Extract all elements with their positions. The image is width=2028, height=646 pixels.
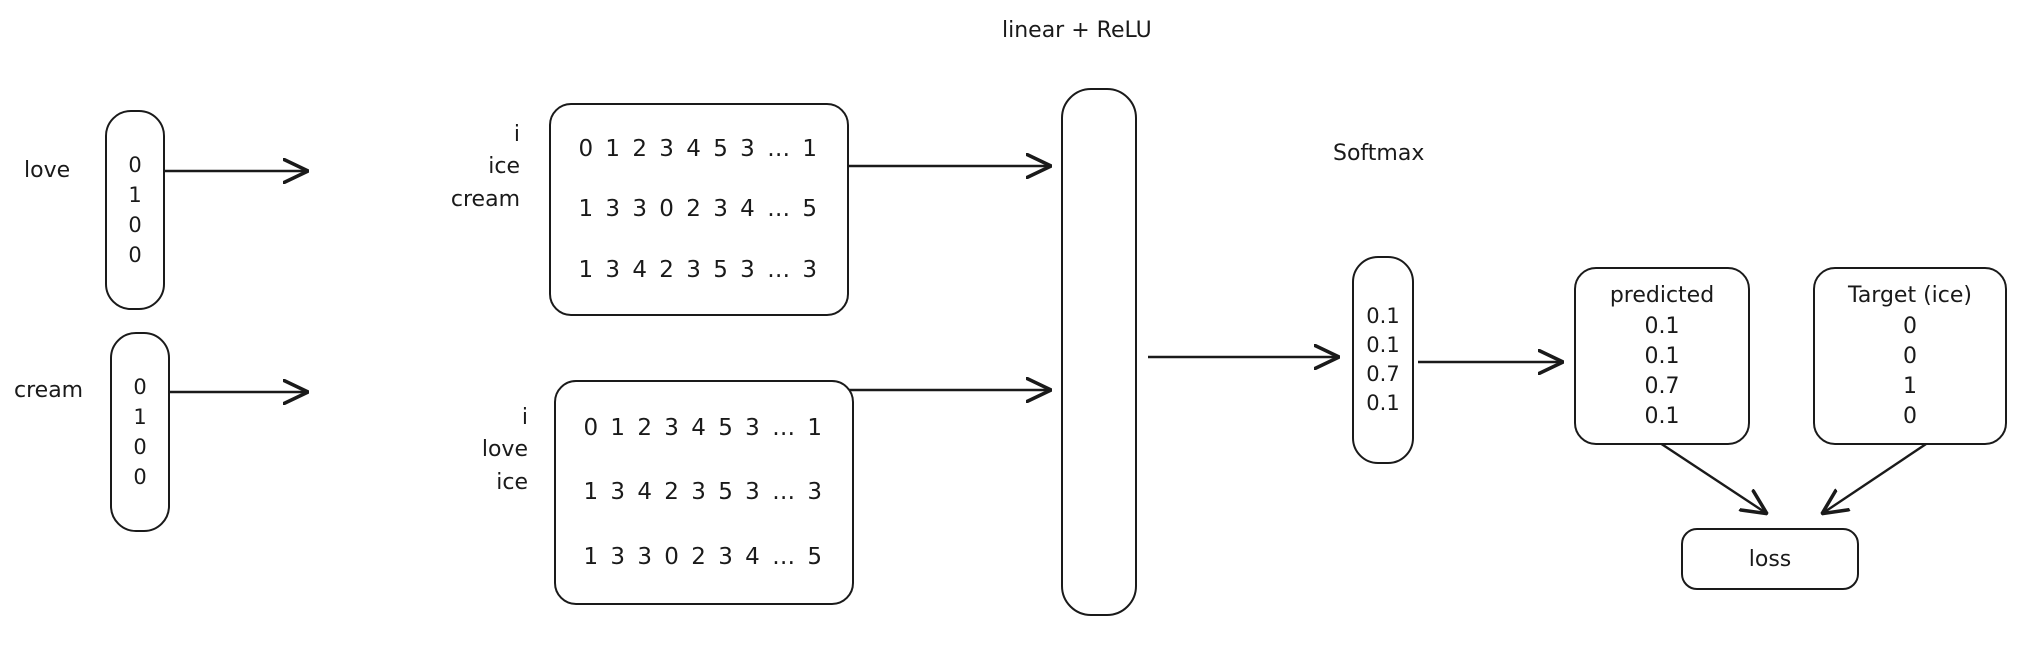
embed-bottom-row-labels: i love ice <box>418 388 528 513</box>
one-hot-cell: 0 <box>128 153 142 177</box>
predicted-cell: 0.7 <box>1644 373 1680 399</box>
embed-top-row-label: i <box>513 122 520 148</box>
linear-relu-block <box>1061 88 1137 616</box>
embed-top-row-label: cream <box>450 186 520 212</box>
softmax-title: Softmax <box>1333 141 1425 166</box>
softmax-cell: 0.1 <box>1366 333 1400 357</box>
predicted-title: predicted <box>1609 282 1715 308</box>
target-cell: 1 <box>1903 373 1917 399</box>
softmax-cell: 0.1 <box>1366 391 1400 415</box>
predicted-cell: 0.1 <box>1644 313 1680 339</box>
embedding-matrix-row: 1 3 4 2 3 5 3 … 3 <box>578 256 820 283</box>
embed-bottom-row-label: i <box>521 405 528 431</box>
softmax-cell: 0.1 <box>1366 304 1400 328</box>
target-title: Target (ice) <box>1848 282 1972 308</box>
arrow-predicted-to-loss <box>1659 441 1766 513</box>
softmax-cell: 0.7 <box>1366 362 1400 386</box>
embed-top-row-label: ice <box>488 154 520 180</box>
target-cell: 0 <box>1903 343 1917 369</box>
input-word-cream: cream <box>14 378 84 403</box>
linear-relu-title: linear + ReLU <box>1002 18 1152 43</box>
loss-node: loss <box>1681 528 1859 590</box>
one-hot-vector-cream: 0 1 0 0 <box>110 332 170 532</box>
predicted-cell: 0.1 <box>1644 343 1680 369</box>
softmax-vector: 0.1 0.1 0.7 0.1 <box>1352 256 1414 464</box>
loss-label: loss <box>1748 546 1792 572</box>
embedding-matrix-row: 0 1 2 3 4 5 3 … 1 <box>583 415 825 442</box>
embedding-matrix-top: 0 1 2 3 4 5 3 … 1 1 3 3 0 2 3 4 … 5 1 3 … <box>549 103 849 316</box>
embed-top-row-labels: i ice cream <box>410 105 520 230</box>
predicted-vector: predicted 0.1 0.1 0.7 0.1 <box>1574 267 1750 445</box>
input-word-love: love <box>24 158 71 183</box>
one-hot-cell: 0 <box>133 465 147 489</box>
embedding-matrix-row: 1 3 3 0 2 3 4 … 5 <box>578 196 820 223</box>
one-hot-cell: 0 <box>128 213 142 237</box>
one-hot-cell: 1 <box>128 183 142 207</box>
embedding-matrix-row: 1 3 3 0 2 3 4 … 5 <box>583 543 825 570</box>
one-hot-cell: 0 <box>133 435 147 459</box>
target-vector: Target (ice) 0 0 1 0 <box>1813 267 2007 445</box>
embedding-matrix-row: 0 1 2 3 4 5 3 … 1 <box>578 136 820 163</box>
embedding-matrix-row: 1 3 4 2 3 5 3 … 3 <box>583 479 825 506</box>
one-hot-cell: 1 <box>133 405 147 429</box>
target-cell: 0 <box>1903 313 1917 339</box>
one-hot-cell: 0 <box>133 375 147 399</box>
embed-bottom-row-label: ice <box>496 469 528 495</box>
one-hot-vector-love: 0 1 0 0 <box>105 110 165 310</box>
target-cell: 0 <box>1903 403 1917 429</box>
predicted-cell: 0.1 <box>1644 403 1680 429</box>
embedding-matrix-bottom: 0 1 2 3 4 5 3 … 1 1 3 4 2 3 5 3 … 3 1 3 … <box>554 380 854 605</box>
one-hot-cell: 0 <box>128 243 142 267</box>
embed-bottom-row-label: love <box>481 437 528 463</box>
arrow-target-to-loss <box>1823 439 1933 513</box>
